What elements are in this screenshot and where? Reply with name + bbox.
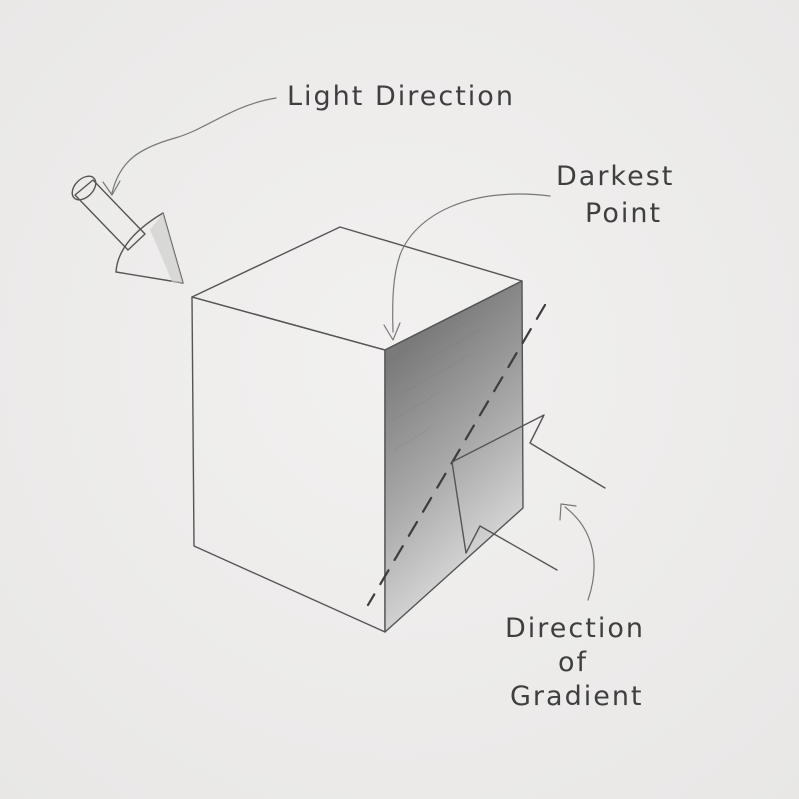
darkest-label-line1: Darkest — [556, 161, 674, 192]
light-arrow-shaft — [74, 179, 146, 251]
gradient-label-line2: of — [558, 647, 588, 678]
gradient-label-line3: Gradient — [510, 681, 644, 712]
shading-strokes — [389, 319, 481, 451]
cube-shaded-face — [384, 280, 524, 633]
gradient-label-leader — [559, 503, 595, 601]
light-arrow-cone — [115, 212, 184, 284]
light-direction-leader — [102, 97, 277, 196]
darkest-label-line2: Point — [585, 198, 662, 229]
light-direction-label: Light Direction — [287, 81, 515, 112]
light-arrow-shaft-end — [71, 175, 97, 201]
gradient-label-line1: Direction — [505, 613, 645, 644]
cube — [191, 226, 524, 633]
darkest-point-leader — [383, 193, 551, 341]
light-direction-arrow — [71, 175, 184, 284]
gradient-dashed-line — [366, 303, 547, 607]
light-arrow-cone-shade — [150, 213, 183, 283]
gradient-direction-arrow — [451, 414, 606, 571]
